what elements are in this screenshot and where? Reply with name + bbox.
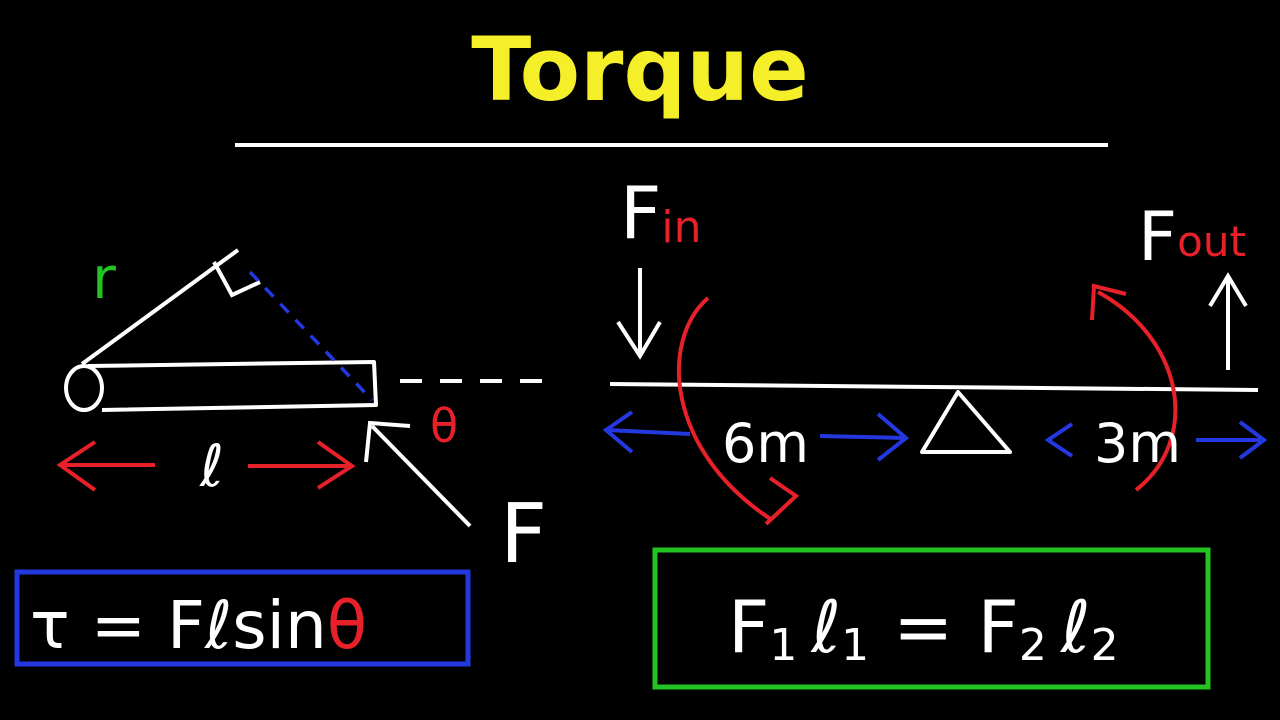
rotation-arc-left-head [764, 476, 800, 526]
force-label: F [500, 487, 547, 582]
distance-arrow-left-b [819, 434, 907, 440]
lever-beam [609, 382, 1259, 392]
radius-label: r [92, 244, 116, 312]
torque-formula: τ = Fℓsinθ [30, 587, 367, 664]
right-angle-mark [212, 261, 261, 298]
force-out-letter: F [1138, 198, 1177, 277]
rotation-arc-right [1097, 290, 1178, 492]
force-in-arrowhead [616, 320, 662, 360]
lever-formula-border [652, 547, 1211, 690]
rod [87, 360, 378, 412]
length-arrowhead-right [316, 440, 356, 490]
torque-formula-border [14, 569, 471, 667]
force-arrow [370, 424, 472, 528]
formula-l1: ℓ [809, 585, 841, 669]
force-in-subscript: in [661, 202, 701, 253]
left-distance-label: 6m [722, 412, 809, 475]
force-arrowhead [364, 420, 411, 463]
length-label: ℓ [199, 432, 224, 500]
distance-arrowhead-right-b [1238, 420, 1268, 460]
distance-arrow-left-a [605, 428, 691, 436]
fulcrum-triangle [920, 390, 1012, 454]
right-distance-label: 3m [1094, 412, 1181, 475]
torque-formula-box: τ = Fℓsinθ [14, 569, 471, 667]
formula-f1-sub: 1 [769, 620, 797, 671]
moment-arm [80, 248, 240, 366]
torque-formula-text: τ = Fℓsin [30, 587, 327, 664]
pivot-end [64, 364, 104, 412]
distance-arrowhead-left-a [602, 410, 634, 454]
formula-l2-sub: 2 [1091, 620, 1119, 671]
length-arrowhead-left [56, 440, 97, 492]
angle-label: θ [430, 399, 458, 453]
formula-equals: = [893, 585, 953, 669]
force-out-label: Fout [1138, 198, 1246, 277]
force-out-arrowhead [1208, 272, 1248, 308]
torque-formula-theta: θ [327, 587, 367, 664]
distance-arrowhead-right-a [1044, 422, 1074, 458]
lever-diagram: Fin Fout 6m 3m [602, 171, 1268, 526]
rotation-arc-left [676, 296, 774, 522]
formula-f2: F [978, 585, 1019, 669]
formula-f2-sub: 2 [1019, 620, 1047, 671]
rod-diagram: r ℓ θ F [56, 244, 560, 582]
perpendicular-dashed [248, 270, 374, 402]
formula-l1-sub: 1 [841, 620, 869, 671]
distance-arrowhead-left-b [876, 412, 910, 462]
formula-l2: ℓ [1059, 585, 1091, 669]
rotation-arc-right-head [1090, 283, 1127, 321]
force-in-letter: F [620, 171, 661, 255]
page-title: Torque [471, 18, 809, 121]
formula-f1: F [728, 585, 769, 669]
force-out-subscript: out [1177, 217, 1246, 266]
force-in-label: Fin [620, 171, 702, 255]
